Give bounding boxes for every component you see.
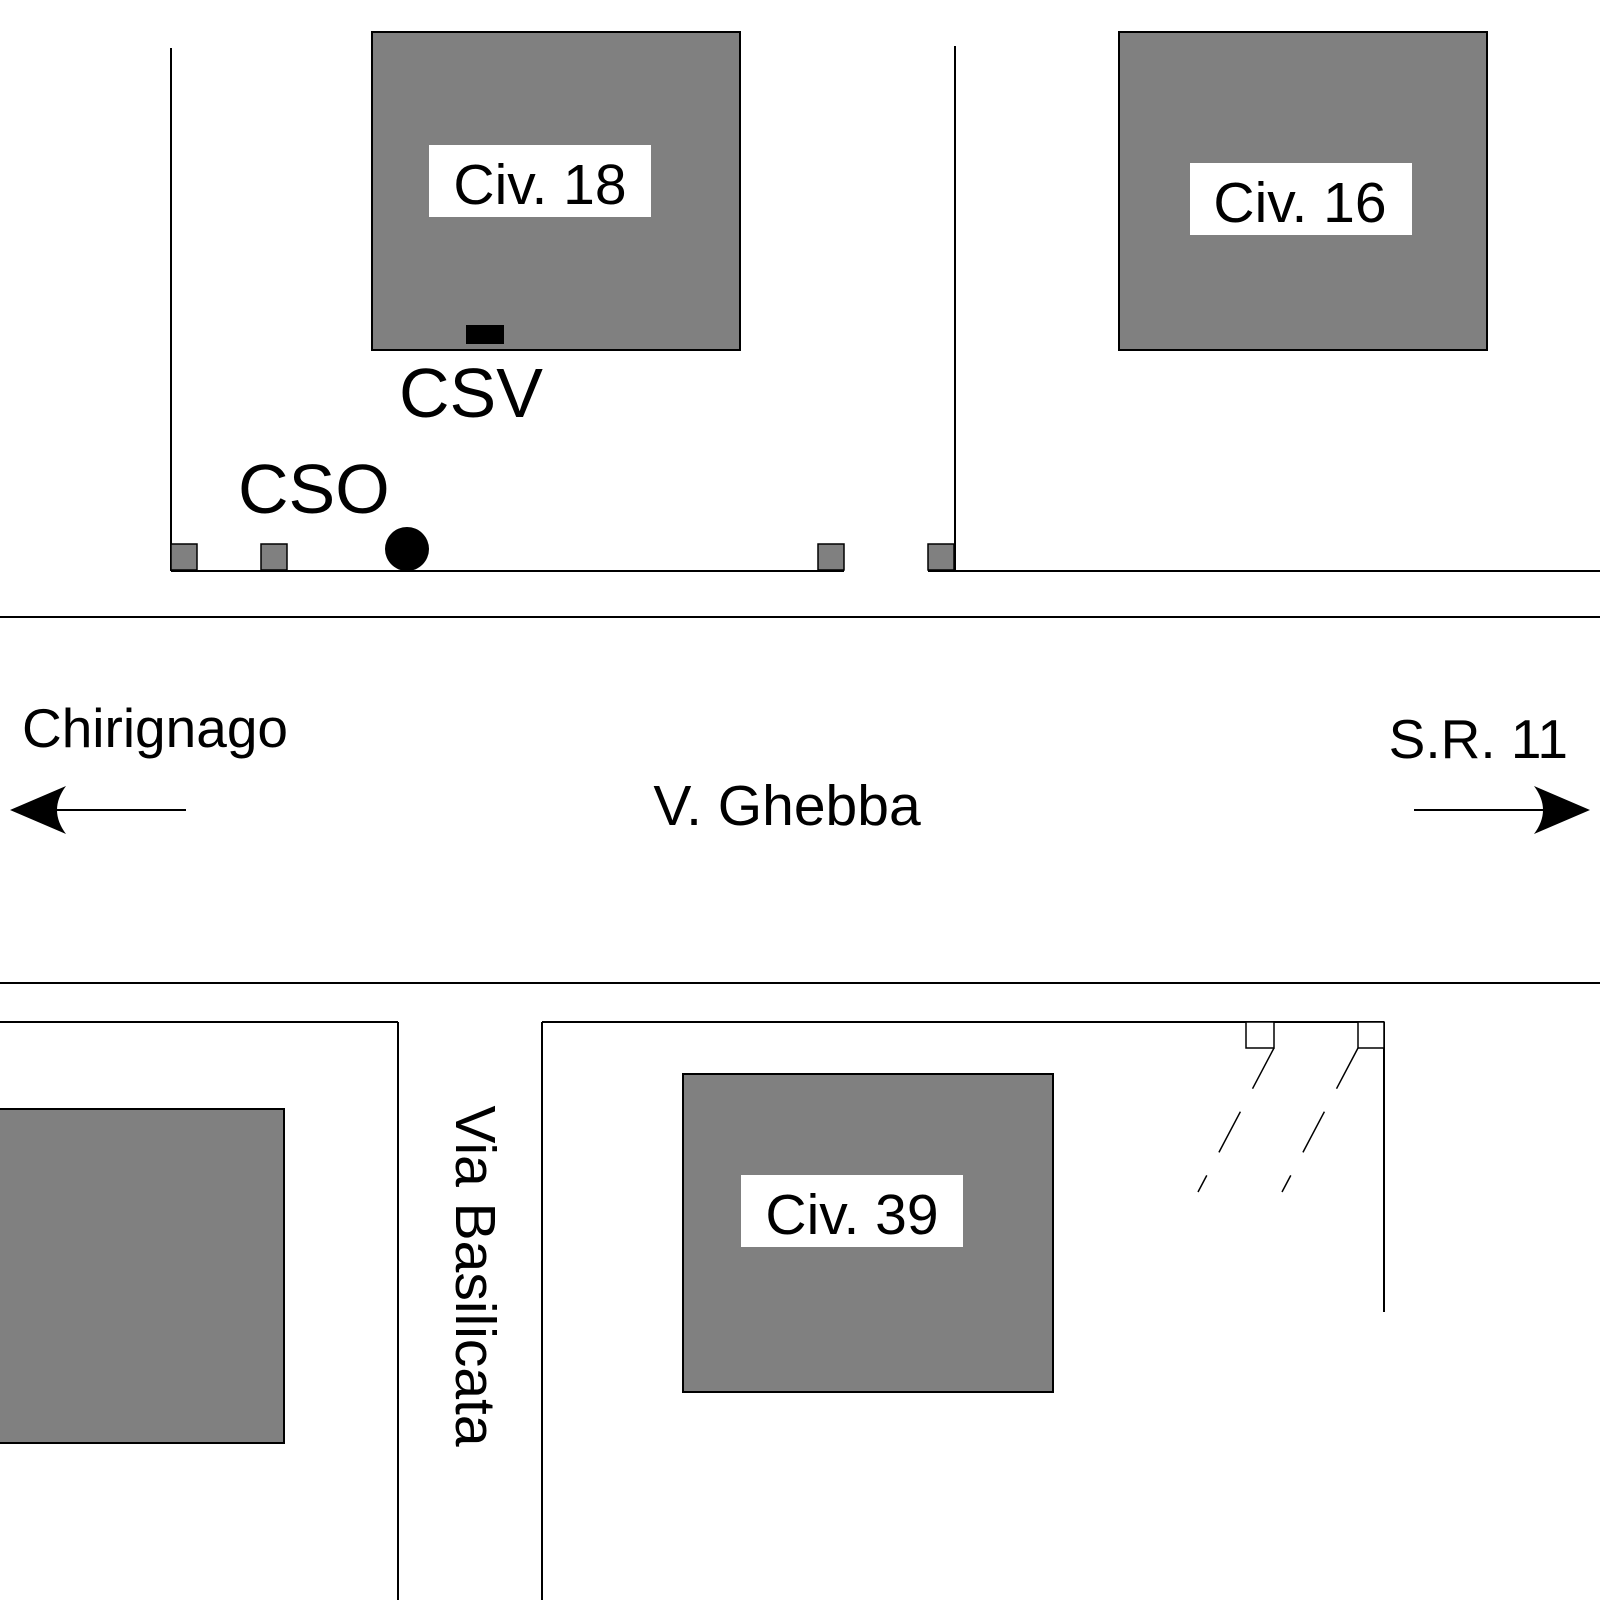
label-background: [1190, 163, 1412, 235]
gate-post: [260, 543, 288, 571]
label-background: [741, 1175, 963, 1247]
open-gate-leaves: [1197, 1047, 1359, 1193]
cso-marker-icon: [385, 527, 429, 571]
direction-east: S.R. 11: [1389, 708, 1590, 834]
gate-posts-south: [1245, 1021, 1385, 1049]
south-lot-boundaries: [0, 1021, 1385, 1600]
arrow-right-icon: [1534, 786, 1590, 834]
gate-post: [1245, 1021, 1275, 1049]
label-background: [429, 145, 651, 217]
csv-label: CSV: [399, 354, 543, 432]
building-label: Civ. 18: [453, 153, 626, 217]
north-lot-boundaries: [170, 46, 1600, 572]
building-civ39: Civ. 39: [682, 1073, 1054, 1393]
gate-post: [1357, 1021, 1385, 1049]
arrow-left-icon: [10, 786, 66, 834]
building-civ16: Civ. 16: [1118, 31, 1488, 351]
gate-post: [927, 543, 955, 571]
direction-west: Chirignago: [10, 697, 288, 834]
building-label: Civ. 39: [765, 1183, 938, 1247]
direction-west-label: Chirignago: [22, 697, 288, 759]
gate-post: [817, 543, 845, 571]
side-street-name: Via Basilicata: [443, 1105, 507, 1446]
gate-posts-north: [170, 543, 955, 571]
building-civ18: Civ. 18: [371, 31, 741, 351]
building-label: Civ. 16: [1213, 171, 1386, 235]
cso-label: CSO: [238, 450, 390, 528]
direction-east-label: S.R. 11: [1389, 708, 1568, 770]
gate-post: [170, 543, 198, 571]
building-unlabeled-west: [0, 1108, 285, 1444]
csv-marker-icon: [466, 325, 504, 344]
main-street-name: V. Ghebba: [653, 774, 921, 838]
